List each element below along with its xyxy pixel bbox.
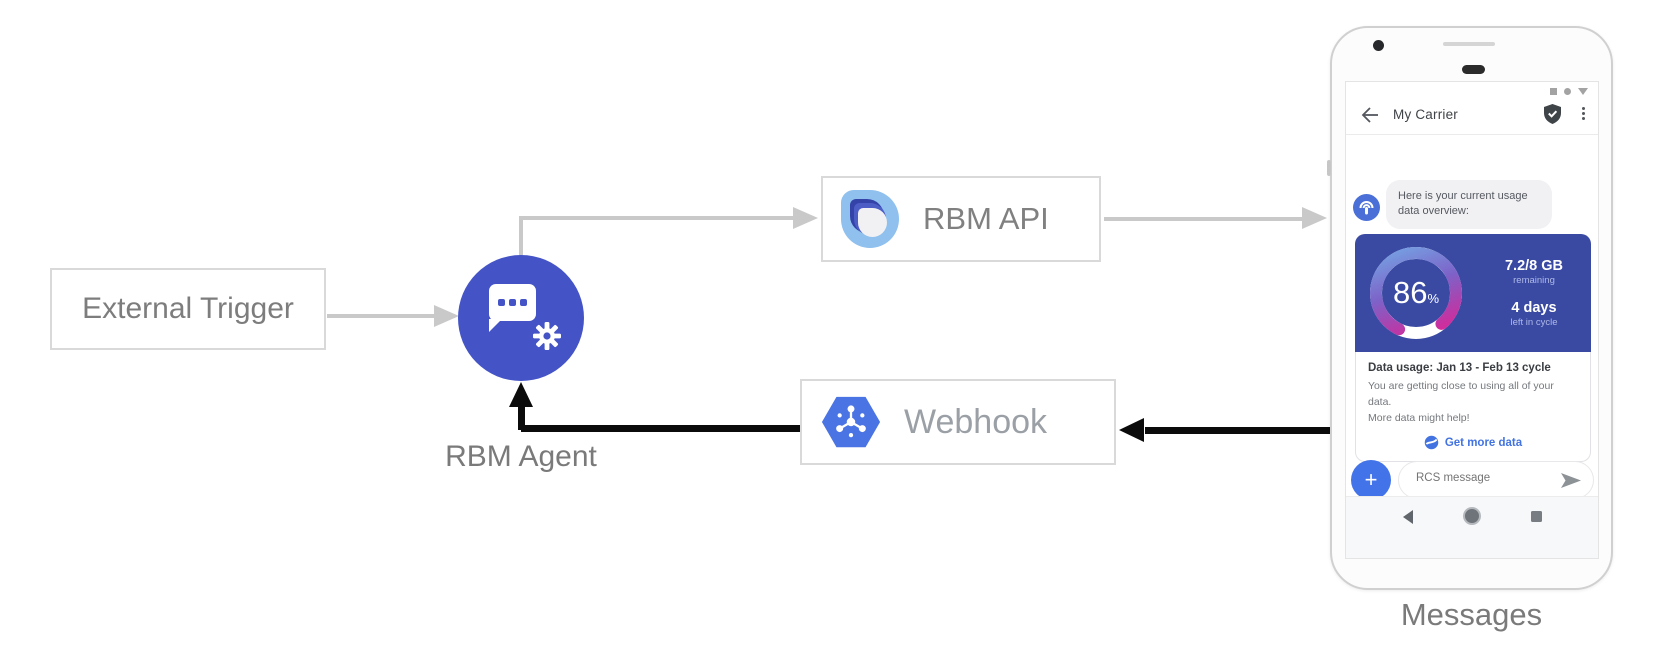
conversation-header: My Carrier: [1346, 98, 1598, 135]
plus-label: +: [1364, 467, 1378, 492]
nav-home-icon[interactable]: [1462, 507, 1481, 525]
usage-card: 86% 7.2/8 GB remaining 4 days left in cy…: [1355, 234, 1591, 463]
back-arrow-icon[interactable]: [1361, 107, 1379, 128]
chat-bubble-tail: [489, 319, 502, 332]
phone-camera: [1373, 40, 1384, 51]
rcs-message-input[interactable]: [1414, 471, 1558, 485]
node-rbm-api: RBM API: [821, 176, 1101, 262]
arrow-agent-to-api-horizontal: [519, 216, 793, 220]
usage-card-text-section: Data usage: Jan 13 - Feb 13 cycle You ar…: [1355, 352, 1591, 463]
gauge-percent-unit: %: [1427, 291, 1440, 306]
verified-shield-icon: [1544, 104, 1561, 129]
agent-avatar: [1353, 194, 1380, 221]
rbm-api-logo-icon: [841, 190, 899, 248]
cycle-label: left in cycle: [1510, 317, 1558, 328]
arrowhead-api-to-phone: [1302, 207, 1327, 229]
android-nav-bar: [1346, 496, 1598, 558]
chat-bubble-icon: [489, 284, 536, 321]
usage-card-body-line2: More data might help!: [1368, 411, 1470, 424]
phone-earpiece: [1462, 65, 1485, 74]
arrow-trigger-to-agent: [327, 314, 437, 318]
arrow-agent-to-api-vertical: [519, 216, 523, 258]
conversation-title: My Carrier: [1393, 107, 1458, 122]
phone-caption: Messages: [1400, 597, 1543, 632]
usage-stats: 7.2/8 GB remaining 4 days left in cycle: [1481, 234, 1587, 352]
rbm-api-label: RBM API: [923, 201, 1049, 236]
nav-recents-icon[interactable]: [1530, 511, 1542, 522]
status-square-icon: [1550, 88, 1557, 95]
rbm-api-logo-light: [858, 208, 887, 237]
status-triangle-icon: [1578, 88, 1588, 95]
phone-side-button: [1327, 160, 1331, 176]
node-rbm-agent: [458, 255, 584, 381]
status-circle-icon: [1564, 88, 1571, 95]
usage-card-title: Data usage: Jan 13 - Feb 13 cycle: [1368, 362, 1551, 374]
gauge-percent-value: 86: [1392, 275, 1428, 310]
phone-screen: My Carrier Here is your current usage da…: [1345, 81, 1599, 559]
status-bar: [1550, 88, 1588, 95]
gear-icon: [528, 317, 566, 355]
remaining-value: 7.2/8 GB: [1504, 258, 1564, 274]
arrowhead-agent-to-api: [793, 207, 818, 229]
rbm-agent-label: RBM Agent: [445, 440, 597, 473]
webhook-label: Webhook: [904, 402, 1048, 441]
node-external-trigger: External Trigger: [50, 268, 326, 350]
kebab-menu-icon[interactable]: [1582, 107, 1585, 120]
cycle-value: 4 days: [1511, 300, 1557, 316]
webhook-hexagon-icon: [821, 396, 881, 448]
agent-message-text: Here is your current usage data overview…: [1398, 190, 1528, 218]
message-composer: [1398, 461, 1594, 499]
arrowhead-phone-to-webhook: [1119, 418, 1144, 442]
remaining-label: remaining: [1513, 275, 1555, 286]
chat-dots-icon: [498, 299, 527, 306]
arrowhead-webhook-to-agent: [509, 382, 533, 407]
phone-speaker: [1443, 42, 1495, 46]
external-trigger-label: External Trigger: [82, 292, 294, 325]
arrowhead-trigger-to-agent: [434, 305, 459, 327]
gauge-percent: 86%: [1364, 241, 1468, 345]
node-webhook: Webhook: [800, 379, 1116, 465]
plus-button[interactable]: +: [1351, 460, 1391, 500]
usage-card-body-line1: You are getting close to using all of yo…: [1368, 380, 1554, 408]
usage-card-gauge-section: 86% 7.2/8 GB remaining 4 days left in cy…: [1355, 234, 1591, 352]
arrow-webhook-to-agent-vertical: [518, 406, 525, 430]
arrow-phone-to-webhook: [1145, 427, 1335, 434]
globe-icon: [1424, 436, 1439, 450]
get-more-data-button[interactable]: Get more data: [1368, 435, 1578, 450]
nav-back-icon[interactable]: [1402, 510, 1413, 524]
get-more-data-label: Get more data: [1444, 436, 1523, 449]
usage-gauge: [1370, 247, 1462, 339]
arrow-webhook-to-agent-horizontal: [521, 425, 801, 432]
broadcast-antenna-icon: [1359, 201, 1374, 215]
phone-mockup: My Carrier Here is your current usage da…: [1327, 26, 1613, 590]
arrow-api-to-phone: [1104, 217, 1304, 221]
send-icon[interactable]: [1561, 473, 1581, 493]
agent-message-bubble: Here is your current usage data overview…: [1386, 180, 1552, 229]
